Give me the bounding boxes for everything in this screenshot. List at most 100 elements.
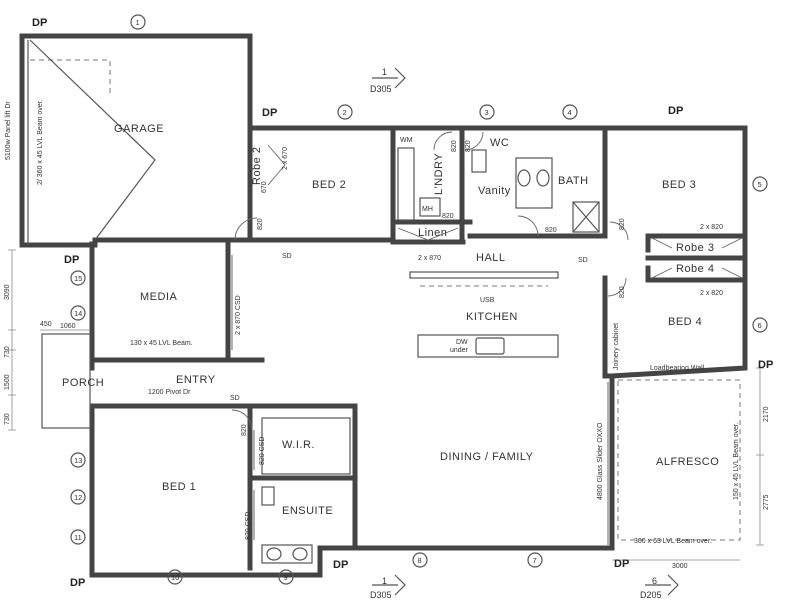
room-label-alfresco: ALFRESCO: [656, 456, 719, 468]
note-porch-beam: 130 x 45 LVL Beam.: [130, 340, 193, 347]
grid-circle-13: [70, 452, 86, 468]
downpipe-label: DP: [32, 17, 47, 29]
section-markers: 1 D305 1 D305 6 D205: [370, 67, 679, 600]
grid-references: 1 2 3 4 5 6 7 8 9 10 11 12 13 14 15: [70, 14, 768, 585]
grid-circle-2: [337, 104, 353, 120]
note-garage-beam: 2/ 360 x 45 LVL Beam over.: [37, 99, 44, 185]
section-arrow-top: [394, 67, 406, 89]
bed4-left-wall: [602, 275, 615, 379]
dim-label-2170: 2170: [763, 406, 770, 422]
grid-label-9: 9: [284, 573, 288, 582]
right-dim-ticks: [756, 367, 764, 546]
dimension-lines: [8, 249, 764, 561]
grid-circle-4: [562, 104, 578, 120]
shower-cross: [572, 201, 600, 233]
grid-marker-5: 5: [752, 176, 768, 192]
ensuite-wc: [261, 486, 275, 506]
robe4-door-swing: [651, 267, 743, 279]
downpipes: DP DP DP DP DP DP DP DP: [32, 17, 773, 589]
bed1-door-swing: [231, 409, 253, 431]
note-under: under: [450, 347, 469, 354]
bath-door-swing: [517, 215, 539, 237]
room-label-dining: DINING / FAMILY: [440, 451, 534, 463]
grid-circle-12: [70, 489, 86, 505]
ensuite-basin-1: [266, 547, 282, 561]
left-dim-ticks: [8, 249, 16, 431]
note-door-820: 820: [442, 213, 454, 220]
porch-slab: [41, 333, 91, 429]
door-swings: [231, 131, 743, 431]
downpipe-label: DP: [668, 105, 683, 117]
grid-marker-15: 15: [70, 270, 86, 286]
section-arrow-bottom: [394, 574, 406, 596]
grid-label-3: 3: [485, 108, 489, 117]
linen-door-swing: [397, 227, 459, 241]
grid-label-13: 13: [74, 456, 82, 465]
grid-marker-3: 3: [479, 104, 495, 120]
grid-circle-5: [752, 176, 768, 192]
room-label-robe4: Robe 4: [676, 263, 714, 275]
note-smoke-detector: SD: [282, 253, 292, 260]
note-bed2-door: 2 x 670: [282, 147, 289, 170]
note-robe3-door: 2 x 820: [700, 224, 723, 231]
room-label-kitchen: KITCHEN: [466, 311, 518, 323]
room-label-bed1: BED 1: [162, 481, 196, 493]
grid-marker-10: 10: [167, 569, 183, 585]
grid-label-11: 11: [74, 533, 82, 542]
bed4-door-swing: [607, 277, 627, 297]
grid-label-12: 12: [74, 493, 82, 502]
section-bottom-number: 1: [382, 576, 387, 586]
wc-door-swing: [464, 131, 484, 151]
grid-marker-11: 11: [70, 529, 86, 545]
laundry-bench: [397, 147, 415, 221]
note-smoke-detector: SD: [578, 257, 588, 264]
room-label-vanity: Vanity: [478, 185, 511, 197]
note-door-820: 820: [241, 424, 248, 436]
note-alfresco-beam: 150 x 45 LVL Beam over.: [733, 422, 740, 500]
note-garage-panel: 5100w Panel lift Dr: [5, 101, 12, 160]
dim-label-730a: 730: [4, 346, 11, 358]
grid-marker-1: 1: [130, 14, 146, 30]
section-right-number: 6: [652, 576, 657, 586]
room-label-wm: WM: [400, 137, 413, 144]
dim-label-3090: 3090: [4, 284, 11, 300]
ensuite-basin-2: [292, 547, 308, 561]
note-door-820: 820: [451, 140, 458, 152]
room-label-garage: GARAGE: [114, 123, 164, 135]
grid-label-8: 8: [418, 556, 422, 565]
grid-circle-8: [412, 552, 428, 568]
vanity-basin-2: [536, 169, 550, 187]
grid-marker-12: 12: [70, 489, 86, 505]
note-dw: DW: [456, 339, 468, 346]
garage-wall: [19, 33, 253, 131]
room-label-bed4: BED 4: [668, 316, 702, 328]
grid-label-10: 10: [171, 573, 179, 582]
room-label-porch: PORCH: [62, 377, 104, 389]
grid-circle-6: [752, 317, 768, 333]
bed2-left-wall: [247, 125, 293, 243]
grid-marker-6: 6: [752, 317, 768, 333]
dim-label-730b: 730: [4, 413, 11, 425]
walls: [19, 33, 748, 578]
section-top-number: 1: [382, 67, 387, 77]
grid-circle-11: [70, 529, 86, 545]
grid-label-4: 4: [568, 108, 572, 117]
room-label-entry: ENTRY: [176, 374, 216, 386]
dim-label-3000: 3000: [672, 563, 688, 570]
downpipe-label: DP: [64, 254, 79, 266]
grid-label-2: 2: [343, 108, 347, 117]
ensuite-vanity: [261, 544, 313, 564]
kitchen-bench-top: [409, 271, 559, 279]
kitchen-island: [417, 334, 559, 358]
grid-marker-14: 14: [70, 305, 86, 321]
robe2-door-swing: [267, 144, 286, 186]
laundry-door-swing: [433, 131, 453, 151]
bed1-top-wall: [89, 403, 358, 551]
grid-label-1: 1: [136, 18, 140, 27]
note-door-820: 820: [545, 227, 557, 234]
dim-label-1060: 1060: [60, 323, 76, 330]
note-glass-slider: 4800 Glass Slider OXXO: [597, 422, 604, 500]
grid-label-14: 14: [74, 309, 82, 318]
section-right-ref: D205: [640, 590, 662, 600]
